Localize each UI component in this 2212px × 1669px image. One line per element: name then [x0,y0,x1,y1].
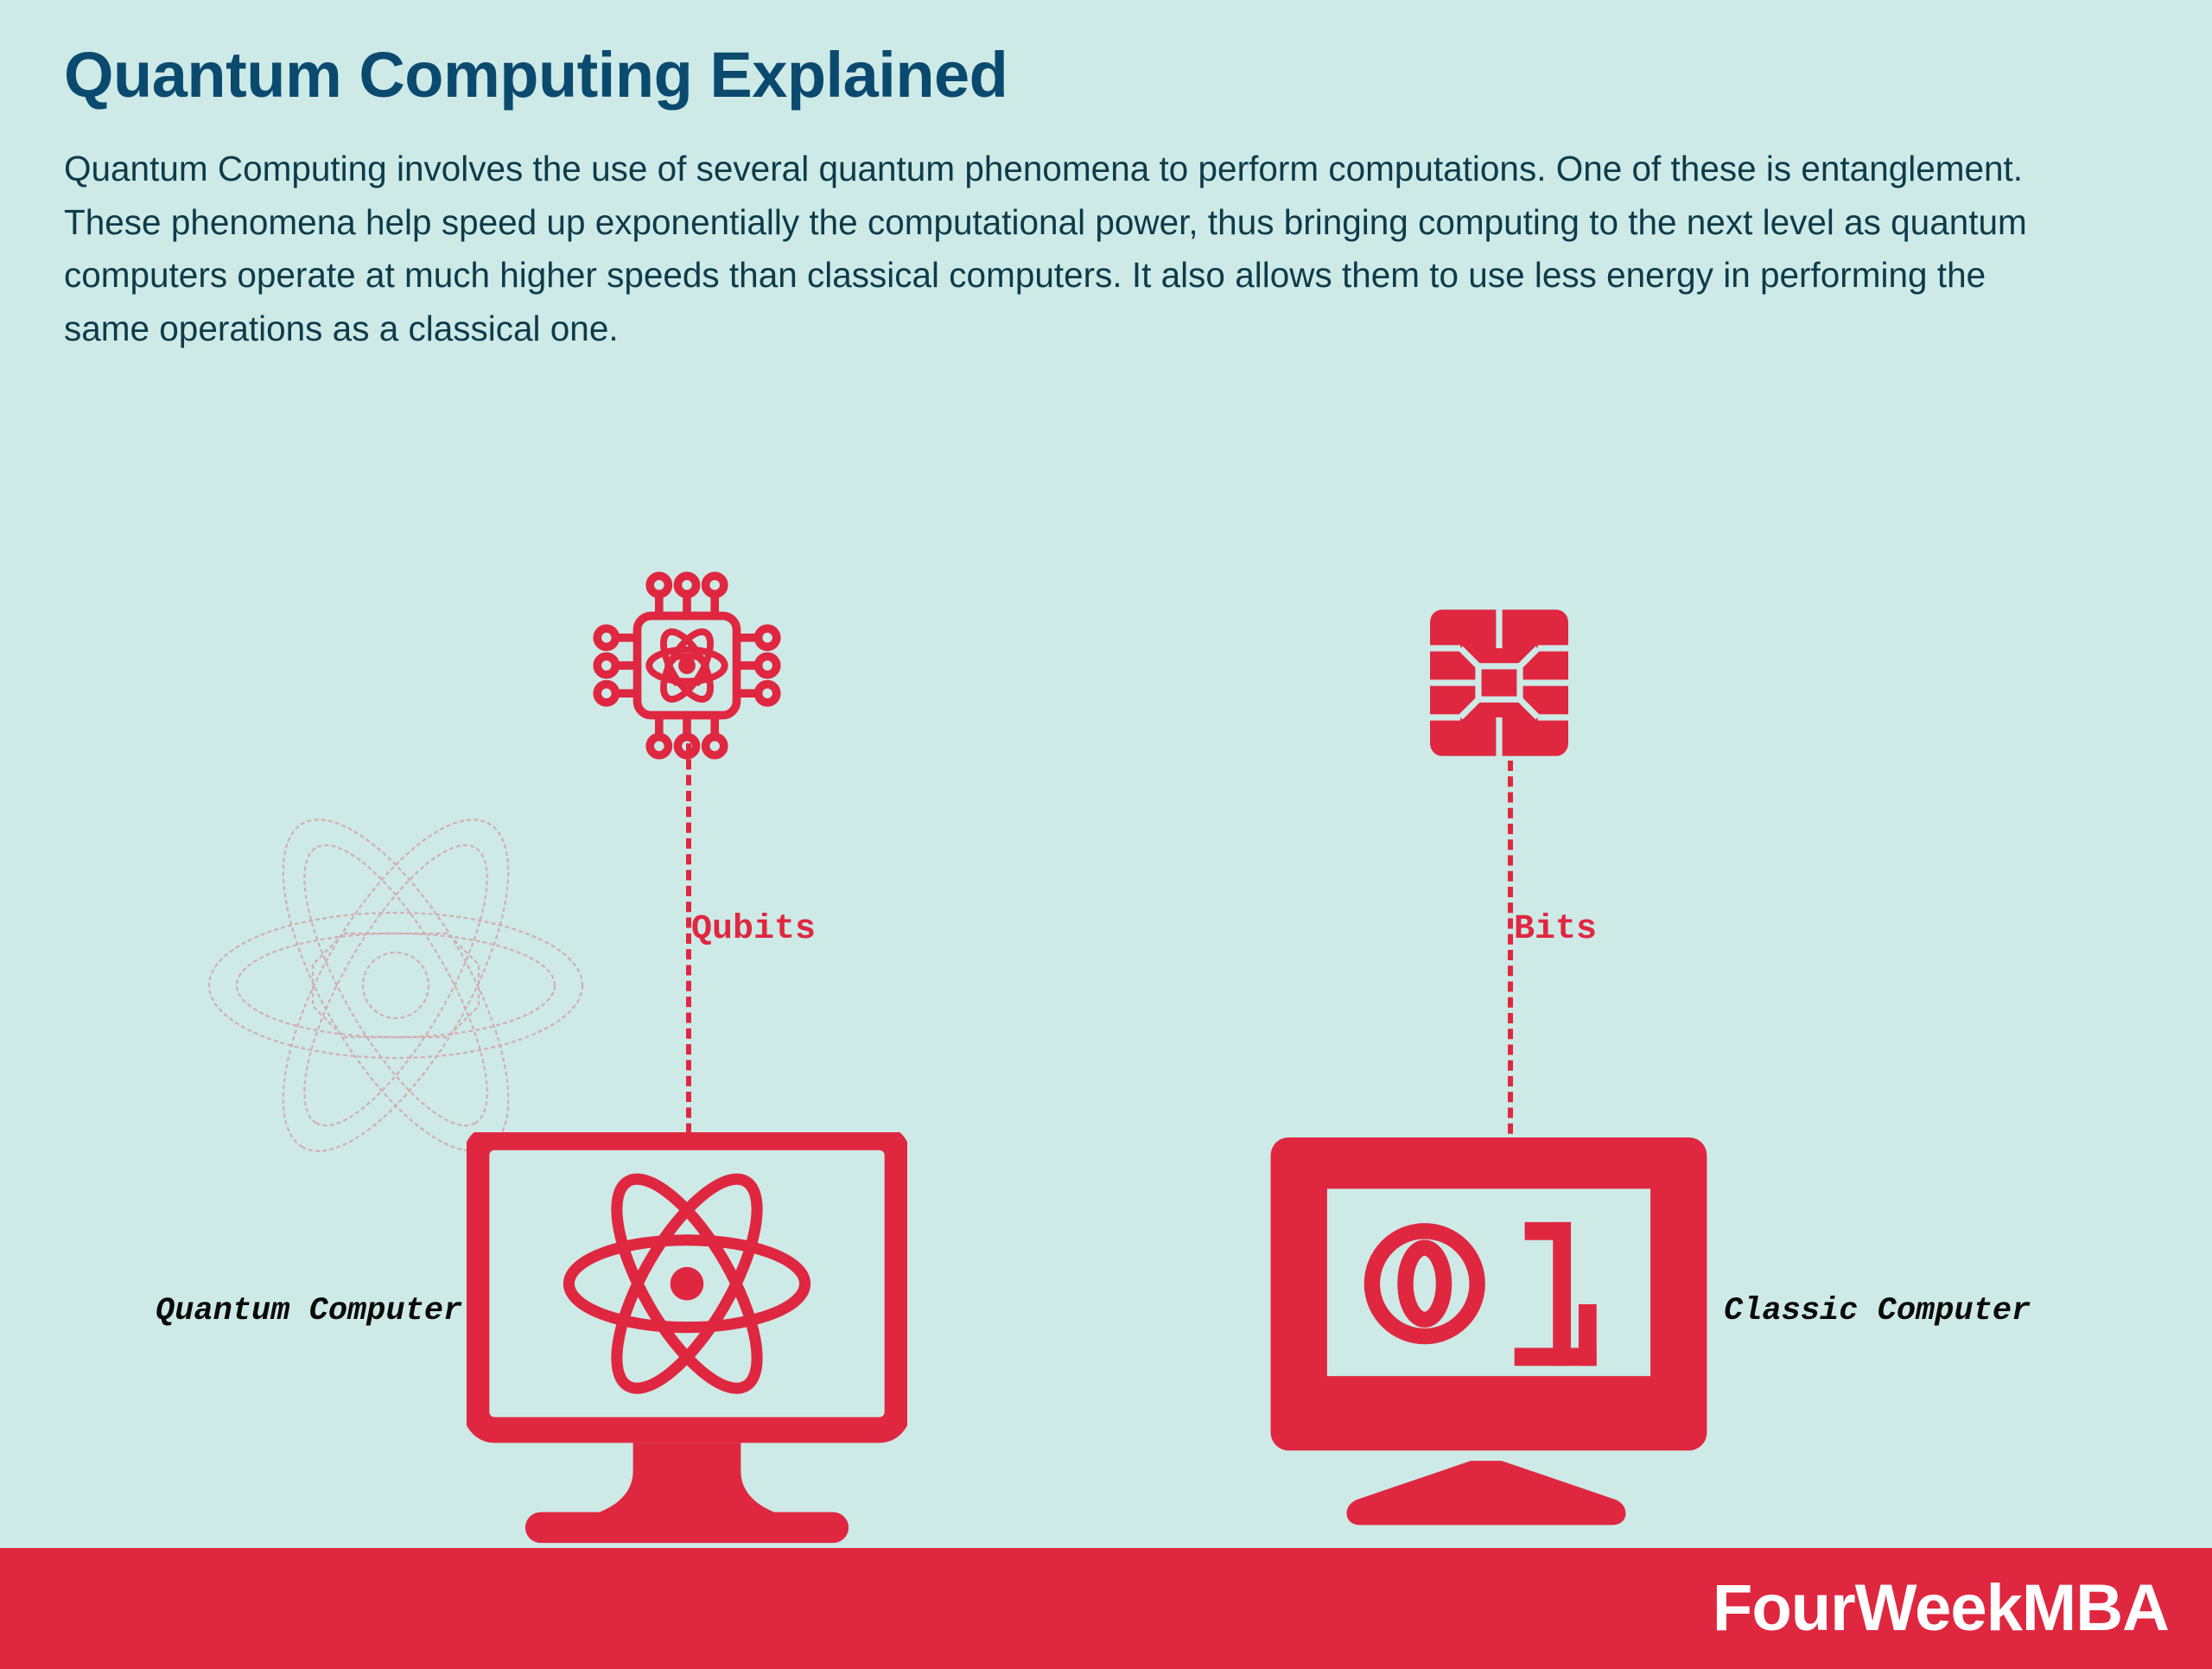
quantum-processor-chip-icon [588,566,786,765]
quantum-computer-monitor-icon [463,1124,911,1556]
caption-quantum-computer: Quantum Computer [156,1293,463,1329]
classic-computer-monitor-icon [1268,1132,1709,1556]
connector-line-bits [1508,761,1513,1150]
intro-paragraph: Quantum Computing involves the use of se… [64,149,2027,348]
sim-card-chip-icon [1430,609,1568,756]
connector-line-qubits [686,743,691,1150]
caption-classic-computer: Classic Computer [1724,1293,2031,1329]
connector-label-bits: Bits [1514,910,1598,949]
connector-label-qubits: Qubits [691,910,817,949]
brand-logo-text: FourWeekMBA [1712,1571,2170,1645]
atom-outline-watermark-icon [188,804,603,1167]
page-title: Quantum Computing Explained [64,39,1008,111]
footer-bar: FourWeekMBA [0,1548,2212,1669]
